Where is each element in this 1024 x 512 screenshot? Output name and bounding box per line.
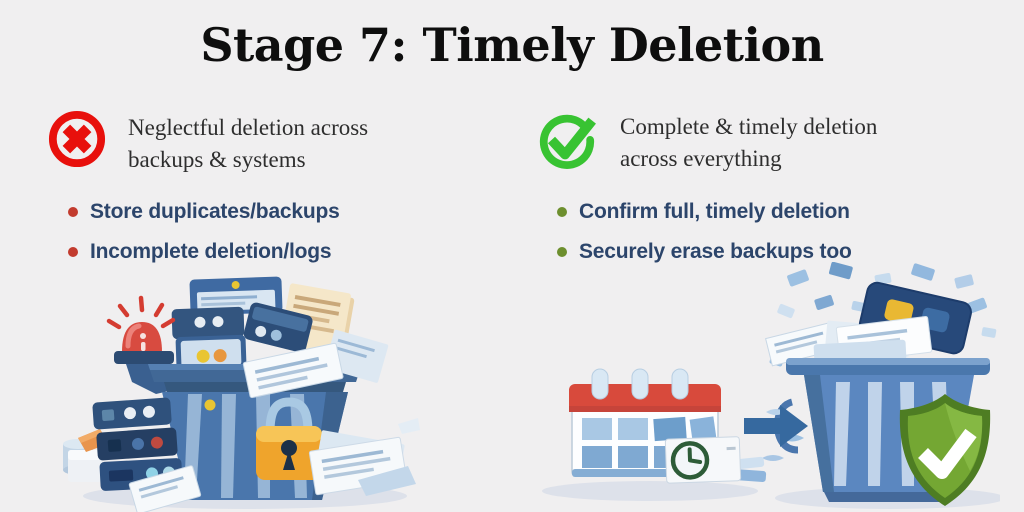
bullet-label: Incomplete deletion/logs — [90, 240, 332, 263]
check-circle-icon — [536, 109, 598, 176]
good-heading-line1: Complete & timely deletion — [620, 114, 878, 139]
binder-rings — [591, 368, 689, 400]
arrow-right — [744, 405, 808, 447]
good-heading-line2: across everything — [620, 146, 782, 171]
bad-heading-line2: backups & systems — [128, 147, 306, 172]
server-stack — [63, 397, 183, 491]
alarm-lamp — [106, 295, 176, 364]
bullet-dot — [68, 207, 78, 217]
bullet-dot — [557, 207, 567, 217]
good-bullet-list: Confirm full, timely deletion Securely e… — [557, 199, 852, 279]
list-item: Securely erase backups too — [557, 239, 852, 265]
piled-backups — [171, 276, 355, 372]
good-heading: Complete & timely deletion across everyt… — [620, 111, 877, 175]
timely-deletion-illustration — [542, 262, 1000, 509]
list-item: Confirm full, timely deletion — [557, 199, 852, 225]
spilling-papers — [242, 329, 389, 399]
clock-card — [664, 436, 742, 484]
scattered-papers — [128, 418, 420, 512]
padlock — [256, 397, 322, 480]
bad-heading-line1: Neglectful deletion across — [128, 115, 369, 140]
bad-bullet-list: Store duplicates/backups Incomplete dele… — [68, 199, 340, 279]
bullet-label: Store duplicates/backups — [90, 200, 340, 223]
bullet-label: Securely erase backups too — [579, 240, 852, 263]
verified-shield — [899, 394, 991, 506]
discarded-documents — [765, 281, 972, 367]
list-item: Store duplicates/backups — [68, 199, 340, 225]
bullet-label: Confirm full, timely deletion — [579, 200, 850, 223]
ground-shadow — [542, 481, 758, 501]
date-cells — [582, 416, 717, 468]
bad-heading: Neglectful deletion across backups & sys… — [128, 112, 368, 176]
x-circle-icon — [48, 110, 106, 173]
cluttered-storage-bin-illustration — [63, 276, 420, 512]
bad-column-header: Neglectful deletion across backups & sys… — [48, 110, 368, 176]
list-item: Incomplete deletion/logs — [68, 239, 340, 265]
page-title: Stage 7: Timely Deletion — [200, 18, 824, 72]
calendar — [569, 368, 742, 484]
bullet-dot — [68, 247, 78, 257]
bullet-dot — [557, 247, 567, 257]
good-column-header: Complete & timely deletion across everyt… — [536, 109, 877, 176]
